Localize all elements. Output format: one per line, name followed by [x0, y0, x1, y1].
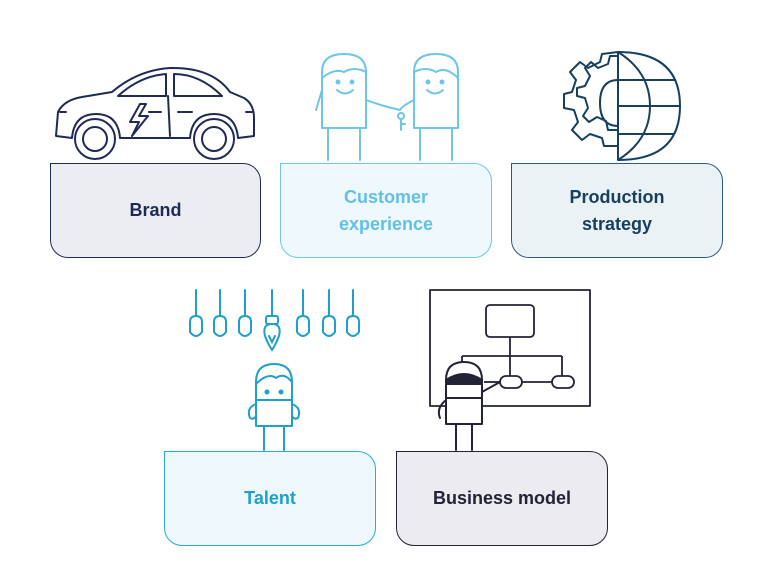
card-customer-experience: Customer experience [280, 163, 492, 258]
gear-globe-icon [563, 51, 681, 161]
card-customer-experience-label: Customer experience [338, 186, 434, 234]
handshake-icon [315, 53, 459, 161]
lightbulbs-icon [189, 289, 360, 352]
card-brand: Brand [50, 163, 261, 258]
presenter-icon [437, 361, 501, 451]
card-business-model-label: Business model [432, 488, 572, 508]
card-brand-label: Brand [129, 200, 182, 220]
card-business-model: Business model [396, 451, 608, 546]
card-talent-label: Talent [244, 488, 296, 508]
person-icon [247, 363, 301, 451]
card-talent: Talent [164, 451, 376, 546]
card-production-strategy: Production strategy [511, 163, 723, 258]
electric-car-icon [55, 66, 255, 160]
card-production-strategy-label: Production strategy [569, 186, 665, 234]
